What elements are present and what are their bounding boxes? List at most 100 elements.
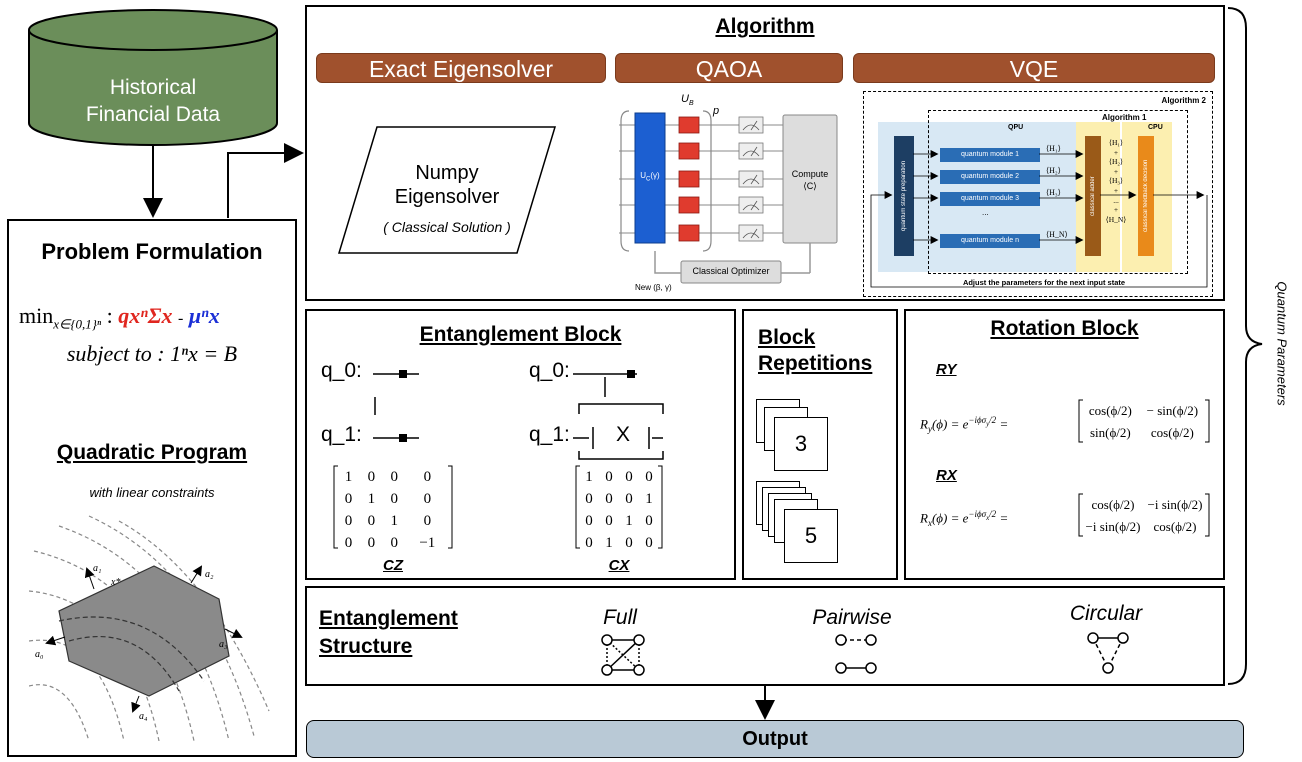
block-repetitions-panel: Block Repetitions 3 5 bbox=[742, 309, 898, 580]
entanglement-structure-title-1: Entanglement bbox=[319, 607, 458, 630]
arrow-problem-to-algorithm bbox=[227, 143, 304, 218]
vqe-module-1: quantum module 1 bbox=[940, 148, 1040, 162]
vqe-h2: ⟨H₂⟩ bbox=[1046, 166, 1061, 175]
cz-matrix-cell: 0 bbox=[423, 469, 432, 485]
circular-label: Circular bbox=[1069, 602, 1143, 625]
return-term: μⁿx bbox=[188, 303, 220, 328]
entanglement-block-panel: Entanglement Block q_0: q_1: q_0: q_1: X… bbox=[305, 309, 736, 580]
cx-matrix-cell: 0 bbox=[645, 513, 653, 529]
problem-formulation-panel: Problem Formulation minx∈{0,1}ⁿ : qxⁿΣx … bbox=[7, 219, 297, 757]
x-gate-label: X bbox=[615, 423, 630, 446]
classical-solution-label: ( Classical Solution ) bbox=[383, 219, 511, 235]
cz-matrix-cell: 0 bbox=[390, 491, 398, 507]
cx-matrix-cell: 0 bbox=[605, 469, 613, 485]
cx-matrix-cell: 0 bbox=[585, 491, 593, 507]
qaoa-p-label: p bbox=[713, 105, 720, 117]
cx-matrix-cell: 0 bbox=[645, 535, 653, 551]
block-repetitions-title-1: Block bbox=[758, 326, 816, 349]
historical-data-label: Historical Financial Data bbox=[85, 76, 221, 126]
exact-eigensolver-header: Exact Eigensolver bbox=[316, 53, 606, 83]
vqe-h3: ⟨H₃⟩ bbox=[1046, 188, 1061, 197]
vqe-algorithm1-label: Algorithm 1 bbox=[1102, 113, 1147, 122]
pairwise-topology-icon bbox=[835, 634, 877, 674]
vqe-state-prep-box bbox=[894, 136, 914, 256]
ry-matrix-cell: cos(ϕ/2) bbox=[1088, 403, 1132, 418]
numpy-label: Numpy bbox=[415, 162, 479, 184]
ry-matrix-table: cos(ϕ/2)− sin(ϕ/2)sin(ϕ/2)cos(ϕ/2) bbox=[1082, 400, 1206, 444]
cx-matrix-cell: 0 bbox=[625, 469, 633, 485]
cz-matrix-cell: 0 bbox=[423, 491, 432, 507]
vqe-sum: ⟨H₁⟩+⟨H₂⟩+⟨H₃⟩+...+⟨H_N⟩ bbox=[1105, 138, 1127, 224]
ry-formula-lhs: Ry(ϕ) = e−iϕσy/2 = bbox=[920, 415, 1009, 434]
cx-matrix-cell: 1 bbox=[645, 491, 653, 507]
cz-matrix-cell: 0 bbox=[344, 513, 353, 529]
rotation-block-panel: Rotation Block RY Ry(ϕ) = e−iϕσy/2 = cos… bbox=[904, 309, 1225, 580]
rx-matrix-cell: −i sin(ϕ/2) bbox=[1147, 497, 1203, 512]
ry-matrix-row: cos(ϕ/2)− sin(ϕ/2) bbox=[1082, 400, 1206, 422]
cz-matrix-cell: 0 bbox=[344, 535, 353, 551]
normal-a3-label: a₃ bbox=[219, 639, 228, 650]
cx-label: CX bbox=[608, 557, 630, 574]
quantum-parameters-brace bbox=[1227, 7, 1263, 685]
normal-a1-label: a₁ bbox=[93, 563, 102, 574]
cz-matrix-cell: 0 bbox=[367, 513, 376, 529]
cx-q0-label: q_0: bbox=[529, 359, 570, 382]
feasible-region-illustration: a₁ a₂ a₃ a₀ a₄ x* bbox=[29, 511, 279, 741]
qaoa-circuit-diagram: UB p UC(γ) Compute ⟨C⟩ Classical Optimiz… bbox=[615, 93, 850, 293]
qaoa-new-params-label: New (β, γ) bbox=[635, 283, 672, 292]
cx-matrix-cell: 0 bbox=[625, 491, 633, 507]
ry-matrix-row: sin(ϕ/2)cos(ϕ/2) bbox=[1082, 422, 1206, 444]
rx-matrix: cos(ϕ/2)−i sin(ϕ/2)−i sin(ϕ/2)cos(ϕ/2) bbox=[1078, 493, 1210, 537]
cz-matrix-cell: 0 bbox=[390, 469, 398, 485]
historical-data-cylinder: Historical Financial Data bbox=[27, 8, 279, 148]
rotation-block-title: Rotation Block bbox=[990, 317, 1139, 340]
formula-minus: - bbox=[177, 310, 184, 327]
cx-matrix-cell: 0 bbox=[585, 513, 593, 529]
full-label: Full bbox=[603, 606, 637, 629]
cz-q1-label: q_1: bbox=[321, 423, 362, 446]
repetitions-3-card: 3 bbox=[774, 417, 828, 471]
vqe-h1: ⟨H₁⟩ bbox=[1046, 144, 1061, 153]
cx-matrix-cell: 0 bbox=[625, 535, 633, 551]
normal-a4-label: a₄ bbox=[139, 711, 148, 722]
vqe-qpu-label: QPU bbox=[1008, 124, 1024, 131]
constraint-formula: subject to : 1ⁿx = B bbox=[66, 341, 238, 366]
vqe-header: VQE bbox=[853, 53, 1215, 83]
vqe-module-3: quantum module 3 bbox=[940, 192, 1040, 206]
rx-formula-lhs: Rx(ϕ) = e−iϕσx/2 = bbox=[920, 509, 1009, 528]
rx-matrix-cell: cos(ϕ/2) bbox=[1153, 519, 1197, 534]
output-box: Output bbox=[306, 720, 1244, 758]
quadratic-program-title: Quadratic Program bbox=[56, 441, 248, 464]
min-operator: min bbox=[19, 303, 54, 328]
vqe-adder-box bbox=[1085, 136, 1101, 256]
cx-matrix-cell: 1 bbox=[605, 535, 613, 551]
entanglement-structure-icons bbox=[601, 632, 1129, 676]
entanglement-block-title: Entanglement Block bbox=[419, 323, 622, 346]
rx-matrix-row: −i sin(ϕ/2)cos(ϕ/2) bbox=[1082, 516, 1206, 538]
numpy-eigensolver-shape: Numpy Eigensolver ( Classical Solution ) bbox=[337, 125, 557, 255]
cz-matrix-cell: 0 bbox=[344, 491, 353, 507]
vqe-algorithm1-box bbox=[928, 110, 1188, 274]
normal-a0-label: a₀ bbox=[35, 649, 44, 660]
algorithm-title: Algorithm bbox=[715, 15, 815, 38]
normal-a2-label: a₂ bbox=[205, 569, 214, 580]
algorithm-panel: Algorithm Exact Eigensolver QAOA VQE Num… bbox=[305, 5, 1225, 301]
objective-formula: minx∈{0,1}ⁿ : qxⁿΣx - μⁿx bbox=[19, 303, 299, 332]
cz-matrix-cell: 1 bbox=[390, 513, 398, 529]
eigensolver-label: Eigensolver bbox=[394, 186, 500, 208]
cz-matrix-cell: 0 bbox=[423, 513, 432, 529]
cz-matrix-cell: 1 bbox=[344, 469, 353, 485]
qaoa-header: QAOA bbox=[615, 53, 843, 83]
cz-matrix-cell: 0 bbox=[367, 469, 376, 485]
pairwise-label: Pairwise bbox=[812, 606, 892, 629]
rx-matrix-row: cos(ϕ/2)−i sin(ϕ/2) bbox=[1082, 494, 1206, 516]
cz-matrix-cell: 0 bbox=[367, 535, 376, 551]
ry-matrix: cos(ϕ/2)− sin(ϕ/2)sin(ϕ/2)cos(ϕ/2) bbox=[1078, 399, 1210, 443]
